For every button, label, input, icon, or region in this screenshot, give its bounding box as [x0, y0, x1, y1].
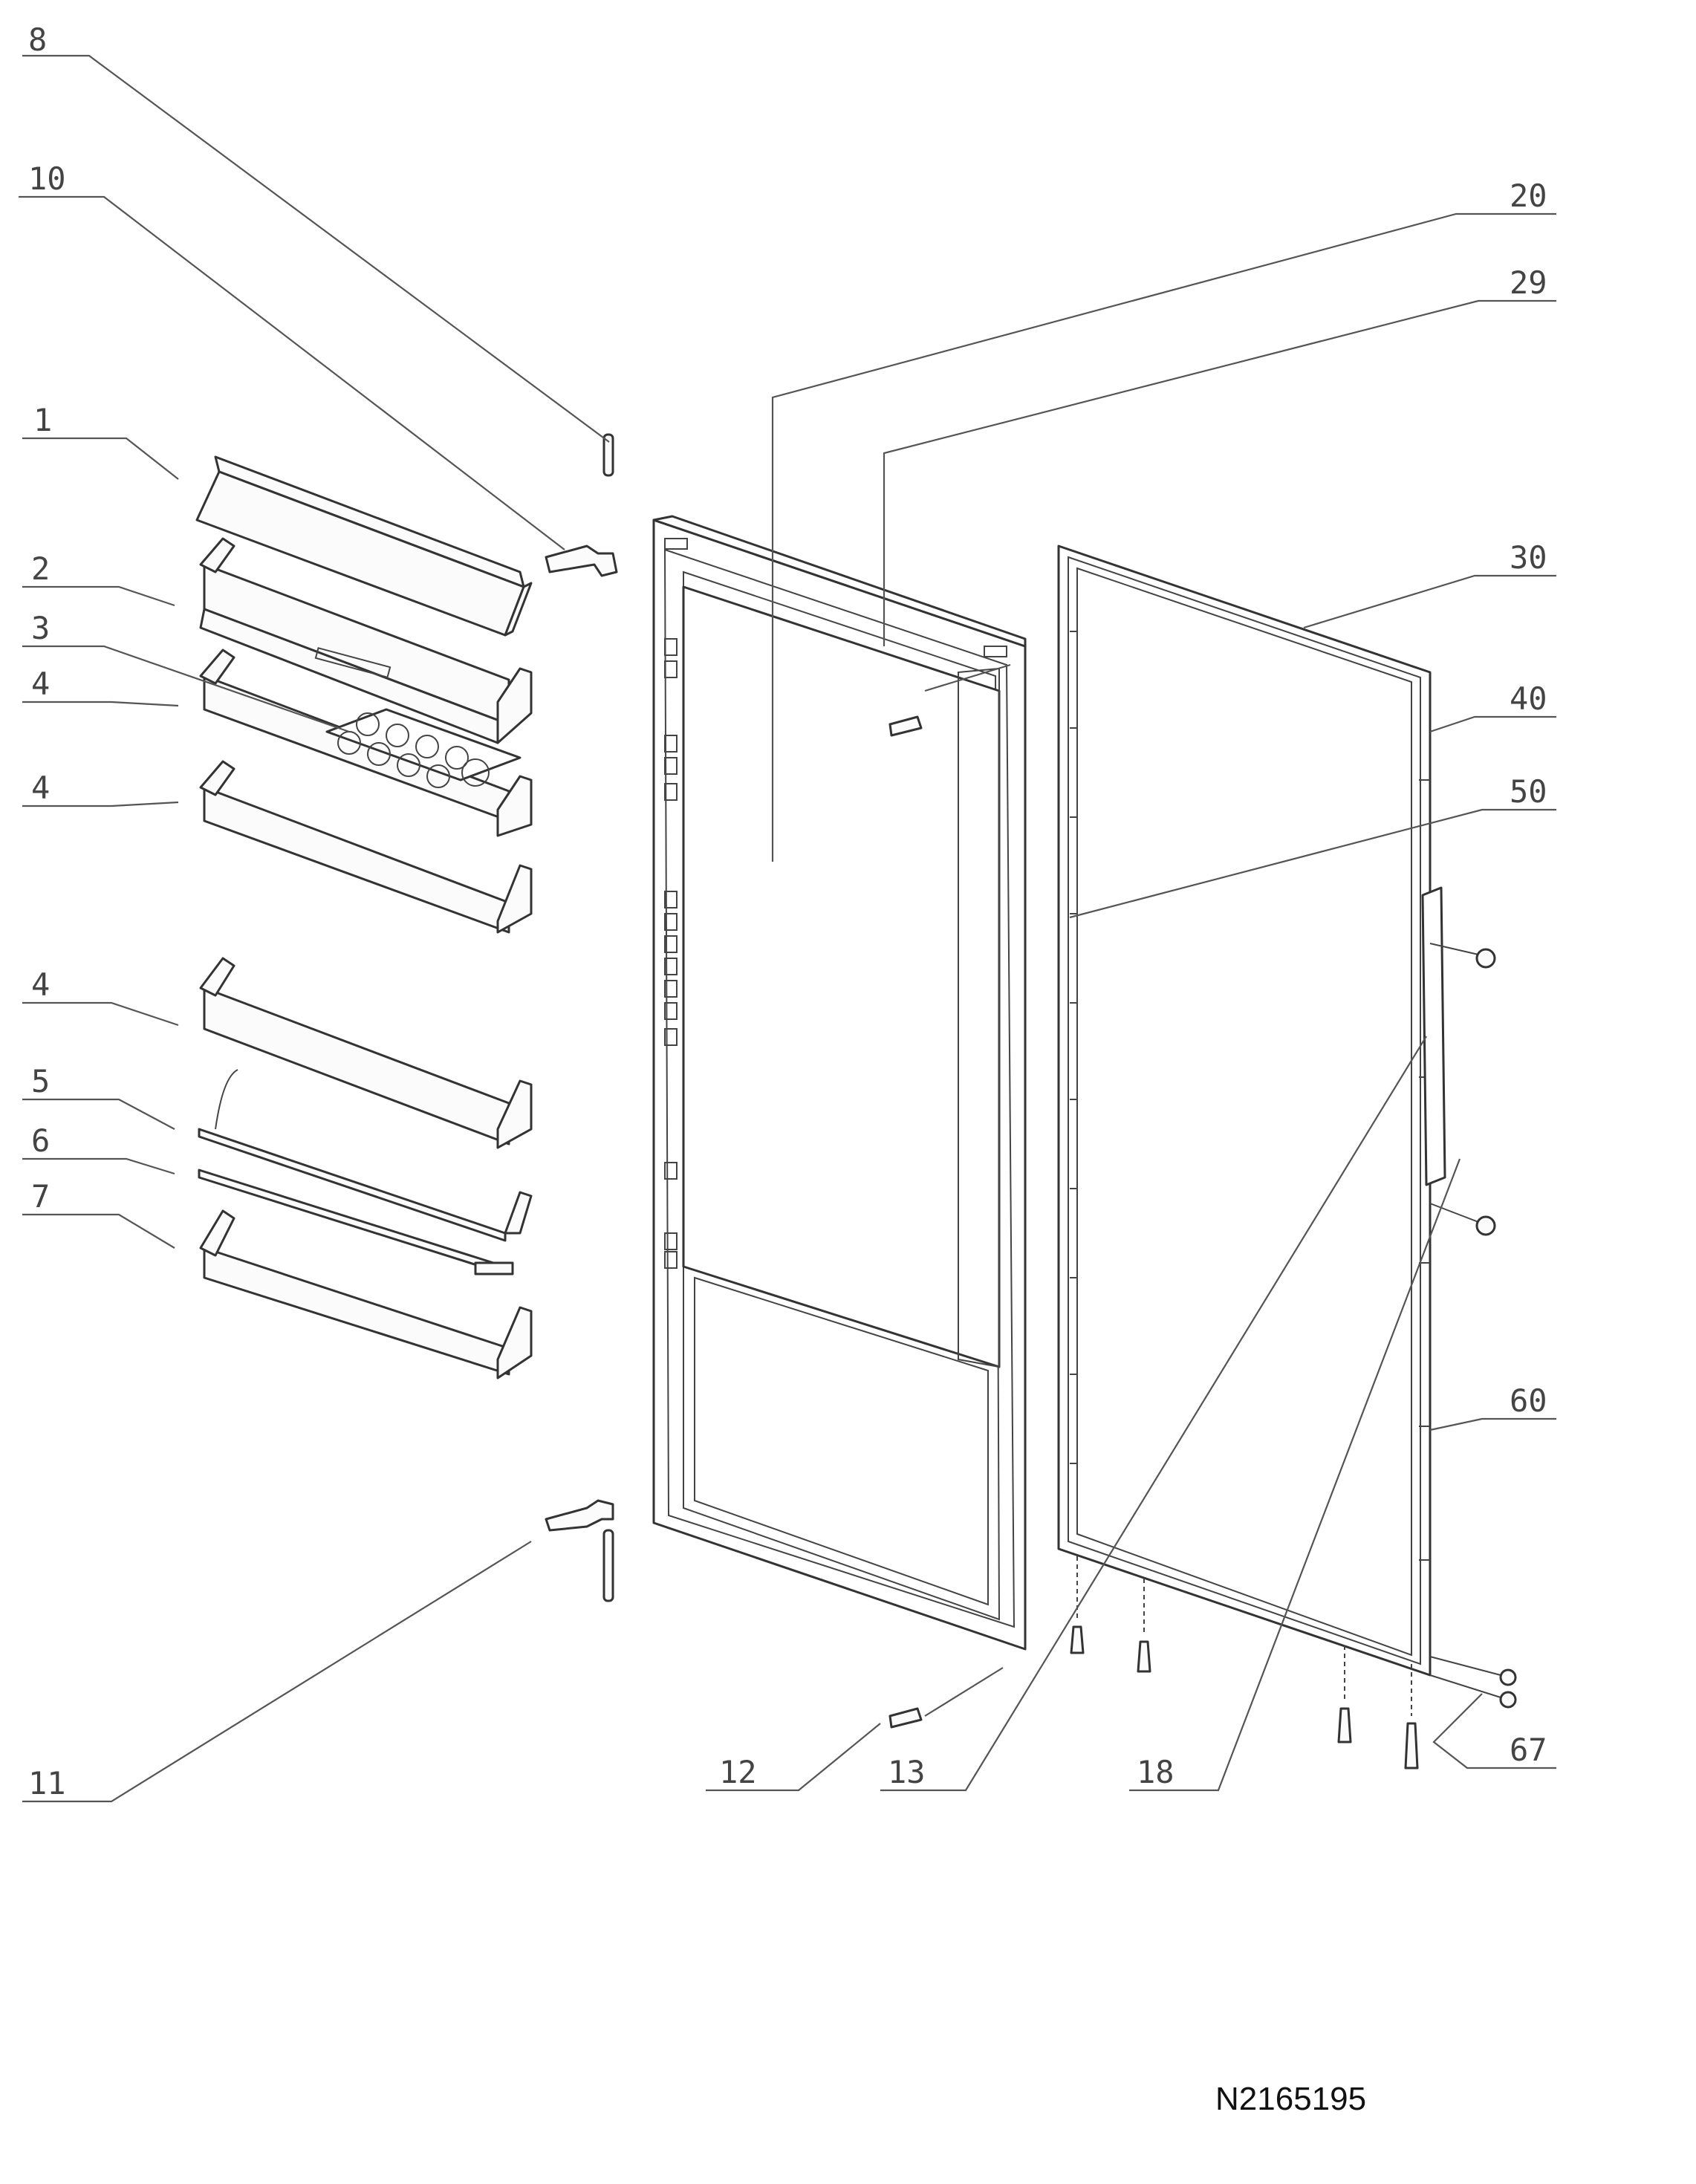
door-stop-part-12: [888, 1707, 923, 1729]
label-part-2: 2: [31, 550, 50, 587]
label-part-20: 20: [1510, 178, 1547, 214]
label-part-18: 18: [1137, 1754, 1174, 1790]
door-shelf-part-7: [199, 1209, 533, 1379]
label-part-4-c: 4: [31, 966, 50, 1003]
label-part-7: 7: [31, 1178, 50, 1215]
egg-tray: [325, 708, 522, 788]
lower-hinge-part-11: [545, 1499, 614, 1602]
label-part-5: 5: [31, 1063, 50, 1099]
door-handle: [1421, 886, 1446, 1186]
door-shelf-part-2: [199, 537, 533, 744]
shelf-mounting-tabs: [664, 638, 678, 1269]
label-part-29: 29: [1510, 264, 1547, 301]
label-part-10: 10: [28, 160, 66, 197]
label-part-4-b: 4: [31, 770, 50, 806]
door-stop-upper: [888, 715, 923, 737]
shelf-cover-part-1: [195, 455, 533, 637]
divider-strip-part-6: [198, 1169, 514, 1275]
door-shelf-with-egg-tray-part-3: [199, 649, 533, 837]
door-shelves: [195, 455, 533, 1379]
label-part-40: 40: [1510, 680, 1547, 717]
label-part-1: 1: [33, 402, 52, 438]
part-labels: 8 10 1 2 3 4 4 4 5 6 7 11 12 13 18 20 29…: [28, 22, 1547, 1801]
door-shelf-part-4-lower: [199, 957, 533, 1149]
label-part-13: 13: [888, 1754, 926, 1790]
handle-screws: [1429, 943, 1496, 1236]
label-part-60: 60: [1510, 1382, 1547, 1419]
drawing-code: N2165195: [1215, 2081, 1366, 2117]
label-part-4-a: 4: [31, 666, 50, 702]
upper-hinge-part-10: [545, 545, 618, 577]
label-part-12: 12: [719, 1754, 757, 1790]
inner-door-liner-part-20: [652, 515, 1027, 1651]
label-part-11: 11: [28, 1765, 66, 1801]
leader-lines: [19, 54, 1556, 1803]
label-part-67: 67: [1510, 1732, 1547, 1768]
outer-door-frame-part-30: [1057, 545, 1432, 1677]
label-part-30: 30: [1510, 539, 1547, 576]
frame-screws-part-67: [1070, 1556, 1517, 1769]
label-part-3: 3: [31, 610, 50, 646]
door-shelf-part-4-upper: [199, 760, 533, 934]
bottle-retainer-part-5: [198, 1069, 533, 1242]
hinge-pin-part-8: [602, 433, 614, 477]
label-part-50: 50: [1510, 773, 1547, 810]
label-part-6: 6: [31, 1122, 50, 1159]
label-part-8: 8: [28, 22, 47, 58]
